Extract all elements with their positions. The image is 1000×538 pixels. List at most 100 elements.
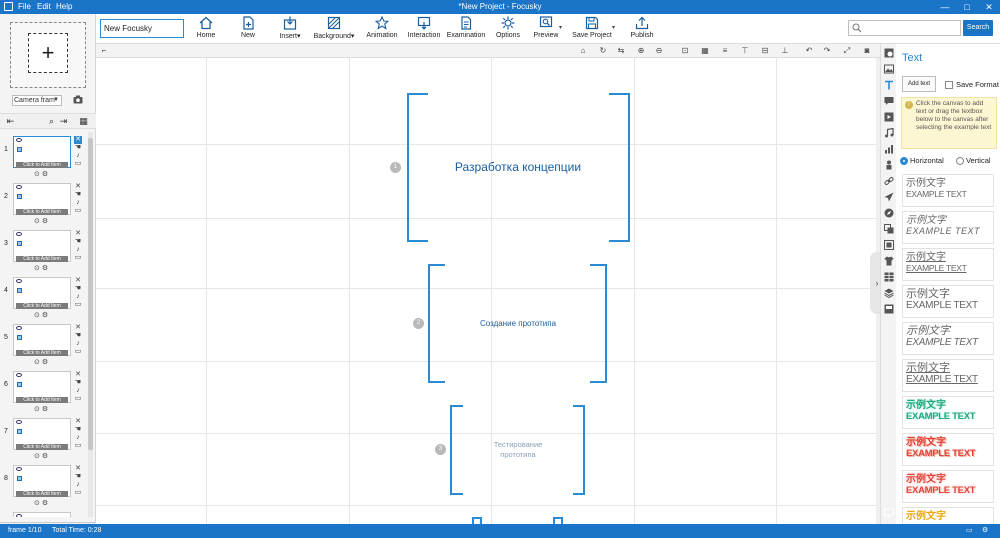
save-format-checkbox[interactable]: Save Format — [945, 80, 1000, 90]
frame-thumbnail[interactable]: Click to Add Item — [13, 371, 71, 403]
flip-icon[interactable]: ⇆ — [617, 46, 625, 55]
frame-item-9-partial[interactable] — [0, 512, 90, 517]
close-icon[interactable]: ✕ — [74, 136, 82, 144]
add-item-label[interactable]: Click to Add Item — [16, 209, 68, 215]
timer-icon[interactable]: ⊙ — [34, 453, 40, 460]
scrollbar-thumb[interactable] — [88, 138, 93, 450]
camera-icon[interactable] — [73, 95, 83, 104]
horizontal-radio[interactable] — [900, 157, 908, 166]
frame-2-text[interactable]: Создание прототипа — [479, 319, 557, 328]
add-item-label[interactable]: Click to Add Item — [16, 350, 68, 356]
search-button[interactable]: Search — [963, 20, 993, 36]
add-text-button[interactable]: Add text — [902, 76, 936, 92]
vertical-radio[interactable] — [955, 157, 964, 166]
text-sample-6[interactable]: 示例文字 EXAMPLE TEXT — [902, 359, 994, 392]
frame-1-text[interactable]: Разработка концепции — [454, 160, 582, 174]
microphone-icon[interactable]: ♪ — [76, 199, 80, 206]
frame-item-3[interactable]: 3 Click to Add Item ✕ ☚ ♪ ▭ ⊙ ⚙ — [0, 230, 90, 276]
checkbox-box[interactable] — [945, 81, 953, 90]
zoom-out-icon[interactable]: ⊖ — [655, 46, 663, 55]
minimize-button[interactable]: — — [940, 2, 950, 12]
settings-icon[interactable]: ⚙ — [41, 218, 49, 225]
frame-item-5[interactable]: 5 Click to Add Item ✕ ☚ ♪ ▭ ⊙ ⚙ — [0, 324, 90, 370]
close-icon[interactable]: ✕ — [75, 230, 81, 237]
eye-icon[interactable] — [16, 279, 22, 283]
snapshot-icon[interactable]: ◙ — [864, 46, 870, 55]
eye-icon[interactable] — [16, 326, 22, 330]
lock-icon[interactable]: ⊡ — [681, 46, 689, 55]
add-camera-frame-button[interactable]: + — [10, 22, 86, 88]
frame-list-scrollbar[interactable] — [88, 132, 93, 517]
eye-icon[interactable] — [16, 467, 22, 471]
hand-icon[interactable]: ☚ — [74, 332, 82, 339]
frame-item-6[interactable]: 6 Click to Add Item ✕ ☚ ♪ ▭ ⊙ ⚙ — [0, 371, 90, 417]
save-dropdown-icon[interactable]: ▾ — [612, 25, 616, 31]
speech-bubble-icon[interactable] — [884, 96, 894, 106]
align-middle-icon[interactable]: ⊟ — [761, 46, 769, 55]
hand-icon[interactable]: ☚ — [74, 426, 82, 433]
eye-icon[interactable] — [16, 138, 22, 142]
shape-icon[interactable] — [884, 48, 894, 58]
frame-thumbnail[interactable]: Click to Add Item — [13, 465, 71, 497]
frame-item-4[interactable]: 4 Click to Add Item ✕ ☚ ♪ ▭ ⊙ ⚙ — [0, 277, 90, 323]
settings-icon[interactable]: ⚙ — [41, 500, 49, 507]
frame-3-marker[interactable]: 3 — [435, 444, 446, 455]
text-sample-2[interactable]: 示例文字 EXAMPLE TEXT — [902, 211, 994, 244]
frame-thumbnail[interactable]: Click to Add Item — [13, 418, 71, 450]
frame-thumbnail[interactable]: Click to Add Item — [13, 324, 71, 356]
collapse-left-icon[interactable]: ⇤ — [6, 116, 15, 126]
shirt-icon[interactable] — [884, 256, 894, 266]
microphone-icon[interactable]: ♪ — [76, 340, 80, 347]
hand-icon[interactable]: ☚ — [74, 238, 82, 245]
microphone-icon[interactable]: ♪ — [76, 481, 80, 488]
add-item-label[interactable]: Click to Add Item — [16, 397, 68, 403]
align-top-icon[interactable]: ⊤ — [741, 46, 749, 55]
timer-icon[interactable]: ⊙ — [34, 171, 40, 178]
eye-icon[interactable] — [16, 373, 22, 377]
hand-icon[interactable]: ☚ — [74, 285, 82, 292]
widget-icon[interactable] — [884, 240, 894, 250]
microphone-icon[interactable]: ♪ — [76, 293, 80, 300]
close-window-button[interactable]: ✕ — [985, 2, 993, 12]
slide-icon[interactable]: ▭ — [74, 207, 82, 214]
image-icon[interactable] — [884, 64, 894, 74]
chart-icon[interactable] — [884, 144, 894, 154]
text-sample-4[interactable]: 示例文字 EXAMPLE TEXT — [902, 285, 994, 318]
microphone-icon[interactable]: ♪ — [76, 387, 80, 394]
close-icon[interactable]: ✕ — [75, 465, 81, 472]
align-icon[interactable]: ≡ — [722, 46, 728, 55]
slide-icon[interactable]: ▭ — [74, 160, 82, 167]
timer-icon[interactable]: ⊙ — [34, 359, 40, 366]
slide-icon[interactable]: ▭ — [74, 395, 82, 402]
expand-right-icon[interactable]: ⇥ — [59, 116, 68, 126]
text-sample-5[interactable]: 示例文字 EXAMPLE TEXT — [902, 322, 994, 355]
search-frames-icon[interactable]: ⌕ — [48, 116, 55, 126]
add-item-label[interactable]: Click to Add Item — [16, 162, 68, 168]
slide-icon[interactable]: ▭ — [74, 442, 82, 449]
frame-layout-icon[interactable]: ▦ — [79, 116, 88, 126]
video-icon[interactable] — [884, 112, 894, 122]
timer-icon[interactable]: ⊙ — [34, 406, 40, 413]
microphone-icon[interactable]: ♪ — [76, 152, 80, 159]
frame-thumbnail[interactable]: Click to Add Item — [13, 230, 71, 262]
timer-icon[interactable]: ⊙ — [34, 218, 40, 225]
frame-tool-icon[interactable]: ⌐ — [101, 46, 107, 55]
publish-button[interactable]: Publish — [620, 16, 664, 43]
text-sample-9[interactable]: 示例文字 EXAMPLE TEXT — [902, 470, 994, 503]
hand-icon[interactable]: ☚ — [74, 144, 82, 151]
settings-icon[interactable]: ⚙ — [41, 312, 49, 319]
animation-button[interactable]: Animation — [360, 16, 404, 43]
text-sample-10[interactable]: 示例文字 — [902, 507, 994, 524]
frame-item-8[interactable]: 8 Click to Add Item ✕ ☚ ♪ ▭ ⊙ ⚙ — [0, 465, 90, 511]
microphone-icon[interactable]: ♪ — [76, 434, 80, 441]
add-item-label[interactable]: Click to Add Item — [16, 256, 68, 262]
frame-thumbnail[interactable]: Click to Add Item — [13, 183, 71, 215]
compass-icon[interactable] — [884, 208, 894, 218]
camera-frame-select[interactable]: Camera fram ▼ — [12, 95, 62, 106]
timer-icon[interactable]: ⊙ — [34, 312, 40, 319]
frame-thumbnail[interactable]: Click to Add Item — [13, 136, 71, 168]
insert-button[interactable]: Insert▾ — [268, 16, 312, 43]
eye-icon[interactable] — [16, 514, 22, 517]
align-bottom-icon[interactable]: ⊥ — [781, 46, 789, 55]
slide-icon[interactable]: ▭ — [74, 301, 82, 308]
